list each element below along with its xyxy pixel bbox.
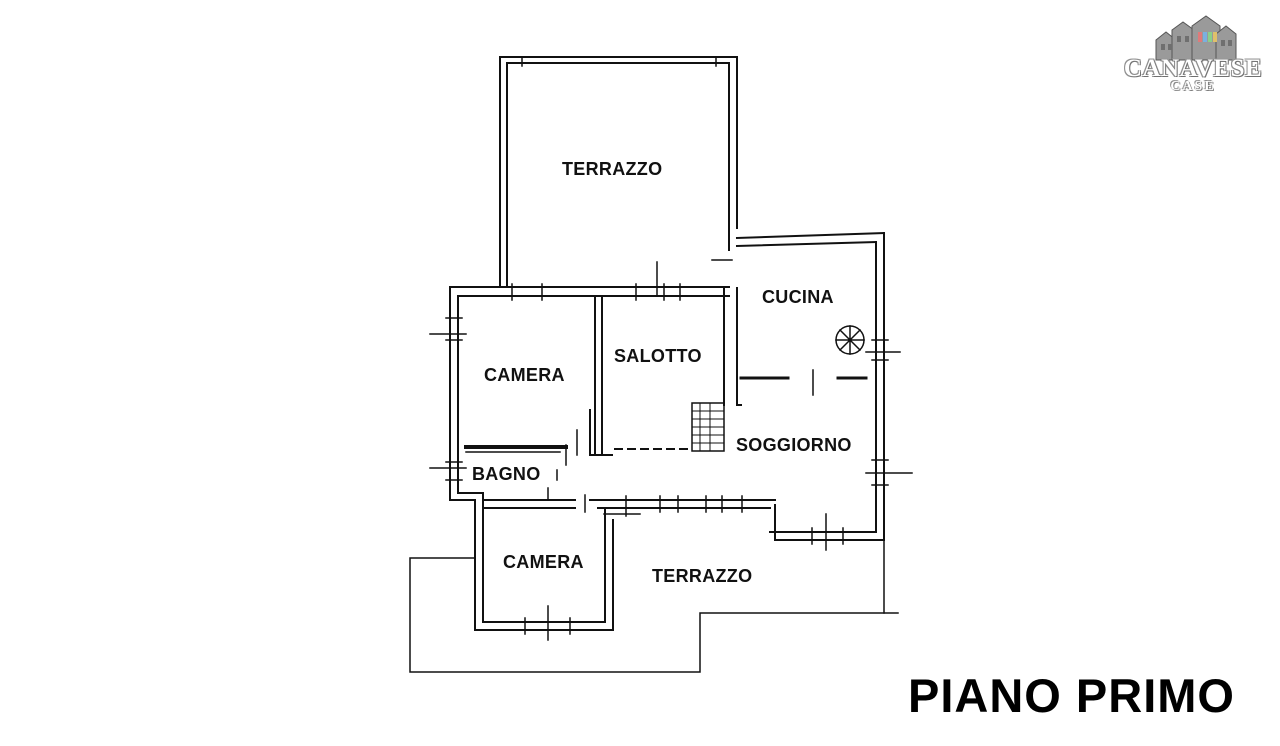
house-outer-walls (449, 231, 886, 631)
room-label-camera-upper: CAMERA (484, 365, 565, 385)
interior-walls (464, 287, 868, 513)
room-label-camera-lower: CAMERA (503, 552, 584, 572)
room-labels: TERRAZZO CUCINA SALOTTO CAMERA SOGGIORNO… (472, 159, 852, 586)
logo-sub: CASE (1170, 79, 1216, 94)
walls (409, 56, 913, 673)
window-marks (429, 259, 913, 641)
room-label-cucina: CUCINA (762, 287, 834, 307)
plan-title: PIANO PRIMO (908, 669, 1235, 722)
spiral-stair (835, 325, 865, 355)
logo-name: CANAVESE (1123, 55, 1263, 82)
room-label-bagno: BAGNO (472, 464, 541, 484)
room-label-terrazzo-top: TERRAZZO (562, 159, 662, 179)
houses-icon (1155, 15, 1237, 61)
room-label-salotto: SALOTTO (614, 346, 702, 366)
room-label-soggiorno: SOGGIORNO (736, 435, 852, 455)
terrace-top-walls (499, 56, 738, 288)
room-label-terrazzo-bottom: TERRAZZO (652, 566, 752, 586)
terrace-bottom-outline (409, 539, 899, 673)
canavese-case-logo: CANAVESE CASE (1118, 14, 1268, 100)
